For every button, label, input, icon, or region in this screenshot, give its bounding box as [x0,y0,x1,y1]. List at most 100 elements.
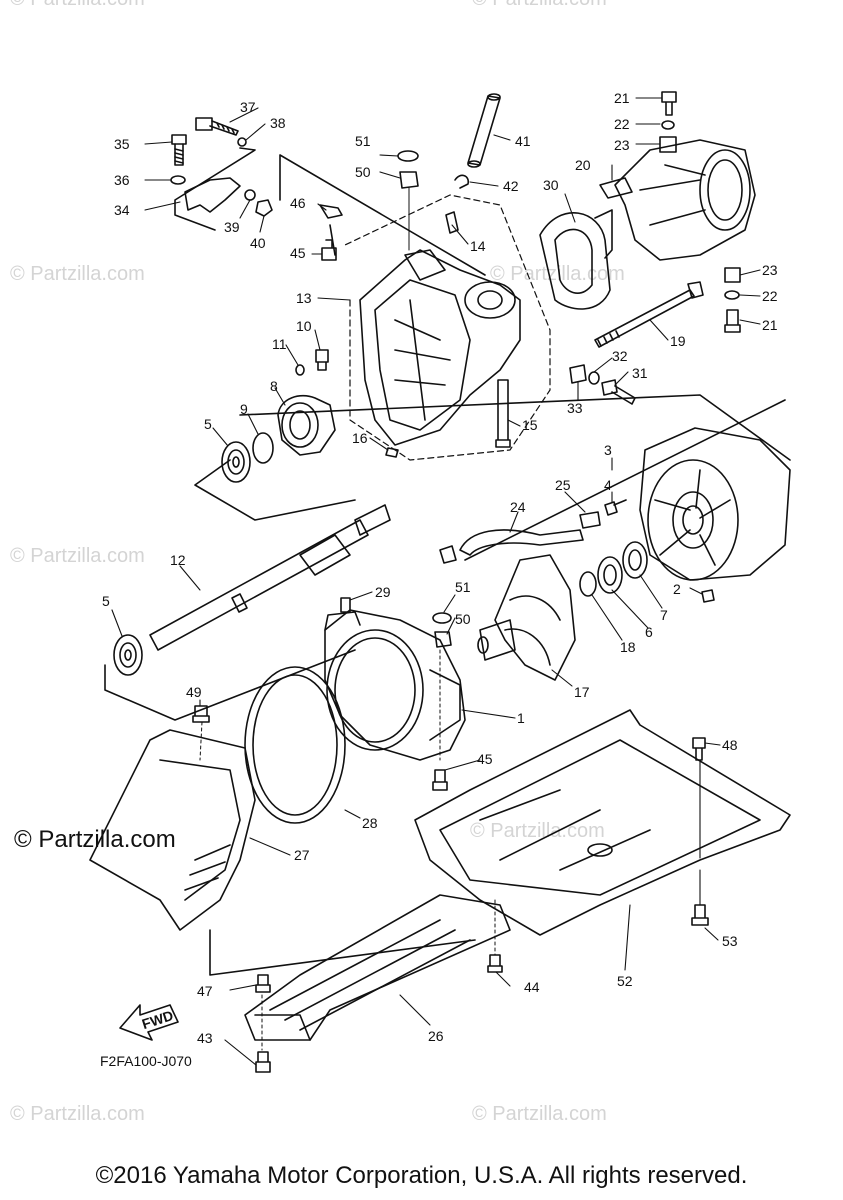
watermark-bottom-left: © Partzilla.com [10,1103,145,1125]
callout-41: 41 [515,133,531,149]
callout-labels: 37 38 35 36 34 39 40 41 51 50 42 30 20 4… [102,90,778,1046]
bolt-21-top [661,91,677,116]
callout-12: 12 [170,552,186,568]
callout-39: 39 [224,219,240,235]
washer-22-top [661,120,675,130]
callout-22-top: 22 [614,116,630,132]
watermark-left-lower: © Partzilla.com [10,545,145,567]
bolt-15 [495,379,511,448]
washer-32 [588,371,600,385]
bolt-45-bottom [432,769,448,791]
impeller-17 [477,554,576,681]
clip-left [439,545,457,564]
bearing-5-upper [221,441,251,483]
callout-30: 30 [543,177,559,193]
callout-52: 52 [617,973,633,989]
diagram-code: F2FA100-J070 [100,1053,192,1069]
clip-46 [319,204,343,219]
callout-35: 35 [114,136,130,152]
callout-38: 38 [270,115,286,131]
oring-51-top [397,150,419,162]
callout-9: 9 [240,401,248,417]
washer-36 [170,175,186,185]
rod-41 [467,93,501,168]
callout-51-mid: 51 [455,579,471,595]
callout-51-top: 51 [355,133,371,149]
bearing-5-lower [113,634,143,676]
housing-dashed-outline [344,194,551,461]
watermark-mid-left: © Partzilla.com [10,263,145,285]
callout-26: 26 [428,1028,444,1044]
callout-14: 14 [470,238,486,254]
callout-53: 53 [722,933,738,949]
callout-8: 8 [270,378,278,394]
callout-50-mid: 50 [455,611,471,627]
bolt-53 [691,904,709,926]
bolt-45-top [321,239,337,261]
callout-3: 3 [604,442,612,458]
callout-43: 43 [197,1030,213,1046]
callout-2: 2 [673,581,681,597]
shaft-frame [104,399,786,721]
grate-26 [244,894,511,1041]
callout-16: 16 [352,430,368,446]
callout-48: 48 [722,737,738,753]
cover-27 [89,729,256,931]
callout-6: 6 [645,624,653,640]
shaft-12 [149,504,391,651]
washer-38 [237,137,247,147]
bearing-6 [597,556,623,594]
callout-17: 17 [574,684,590,700]
callout-21-right: 21 [762,317,778,333]
callout-50-top: 50 [355,164,371,180]
copyright-footer: ©2016 Yamaha Motor Corporation, U.S.A. A… [95,1162,748,1189]
callout-29: 29 [375,584,391,600]
impeller-housing [639,427,791,581]
frame-line-upper [239,394,791,461]
callout-36: 36 [114,172,130,188]
callout-10: 10 [296,318,312,334]
callout-20: 20 [575,157,591,173]
ring-30 [539,209,613,310]
callout-25: 25 [555,477,571,493]
plate-52 [414,709,791,936]
housing-13 [359,249,521,446]
hose-24 [459,529,584,556]
bracket-frame-34 [174,147,256,231]
callout-4: 4 [604,477,612,493]
bolt-44 [487,954,503,973]
watermark-partzilla-main: © Partzilla.com [14,826,176,853]
collar-23-right [724,267,741,283]
clip-25 [579,511,601,529]
callout-28: 28 [362,815,378,831]
callout-19: 19 [670,333,686,349]
bolt-43 [255,1051,271,1073]
fitting-14 [445,211,459,234]
callout-45-bottom: 45 [477,751,493,767]
callout-47: 47 [197,983,213,999]
callout-5-lower: 5 [102,593,110,609]
callout-32: 32 [612,348,628,364]
washer-11 [295,364,305,376]
bearing-frame [194,459,356,521]
washer-39 [244,189,256,201]
bolt-37 [195,117,239,136]
pump-housing-1 [324,609,466,761]
collar-23-top [659,136,677,153]
callout-46: 46 [290,195,306,211]
nut-50-mid [434,631,452,648]
callout-42: 42 [503,178,519,194]
nozzle-20 [599,139,756,261]
callout-34: 34 [114,202,130,218]
watermark-center-lower: © Partzilla.com [470,820,605,842]
callout-24: 24 [510,499,526,515]
callout-7: 7 [660,607,668,623]
bolt-31 [601,379,636,405]
spacer-18 [579,571,597,597]
bolt-19 [594,281,704,348]
bolt-21-right [724,309,741,333]
callout-15: 15 [522,417,538,433]
fwd-arrow-icon [119,1004,179,1041]
bolt-49 [192,705,210,723]
